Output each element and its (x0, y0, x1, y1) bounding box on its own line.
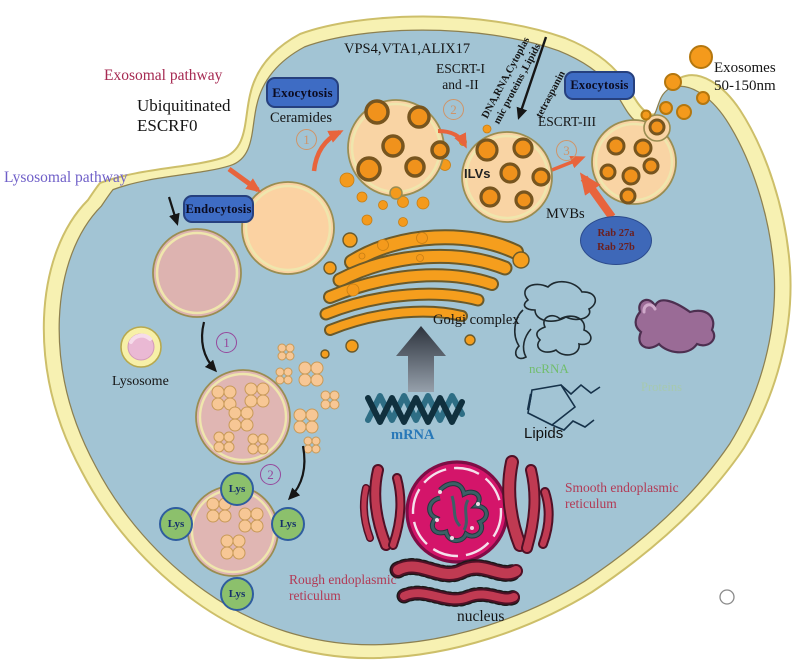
step3-exosomal-badge: 3 (556, 140, 577, 161)
step1-lysosomal-badge: 1 (216, 332, 237, 353)
arrow-lysosomal-step2 (287, 445, 306, 501)
protein-blob (634, 298, 716, 354)
ncrna-squiggles (514, 280, 597, 360)
endoplasmic-reticulum-left (359, 464, 406, 551)
pathway-arrows (167, 36, 616, 501)
smooth-endoplasmic-reticulum (502, 455, 554, 554)
late-endosome (152, 228, 242, 318)
ncrna-label: ncRNA (529, 361, 569, 376)
ubiquitinated-line2: ESCRF0 (137, 116, 198, 136)
arrow-step2 (437, 129, 467, 149)
mrna-label: mRNA (391, 427, 435, 443)
escrt12-line1: ESCRT-I (436, 61, 485, 76)
rab27-badge: Rab 27a Rab 27b (580, 216, 652, 265)
golgi-apparatus (319, 229, 530, 359)
nucleus-label: nucleus (457, 608, 505, 625)
lysosome-fusion-circles (159, 472, 305, 611)
smooth-er-line2: reticulum (565, 495, 617, 511)
endocytosis-badge: Endocytosis (183, 195, 254, 223)
step1-exosomal-badge: 1 (296, 129, 317, 150)
lys-label-bottom: Lys (228, 588, 246, 600)
arrow-step3 (551, 156, 586, 172)
multivesicular-body-top (347, 99, 450, 200)
exosomes-label: Exosomes 50-150nm (714, 60, 776, 95)
rough-er-line1: Rough endoplasmic (289, 572, 397, 587)
step2-exosomal-badge: 2 (443, 99, 464, 120)
exosomal-pathway-label: Exosomal pathway (104, 67, 223, 84)
exosomes-line2: 50-150nm (714, 77, 776, 94)
escrt3-label: ESCRT-III (538, 114, 596, 129)
rough-er-label: Rough endoplasmic reticulum (289, 572, 397, 604)
rab27a-label: Rab 27a (597, 227, 635, 239)
arrow-cargo-loading (516, 36, 548, 120)
mvbs-label: MVBs (546, 206, 585, 222)
golgi-label: Golgi complex (433, 312, 520, 328)
lys-label-right: Lys (279, 518, 297, 530)
lysosomal-pathway-label: Lysosomal pathway (4, 169, 128, 186)
rab27b-label: Rab 27b (597, 241, 635, 253)
exocytosis-right-badge: Exocytosis (564, 71, 635, 100)
ilv-vesicle (461, 131, 553, 223)
rough-er-line2: reticulum (289, 587, 341, 603)
released-exosomes (640, 45, 713, 121)
smooth-er-label: Smooth endoplasmic reticulum (565, 480, 679, 512)
mvb-fusing-membrane (591, 114, 677, 205)
arrow-rab-to-mvb (579, 172, 616, 220)
exocytosis-left-badge: Exocytosis (266, 77, 339, 108)
arrow-endocytosis (167, 196, 180, 226)
vps4-label: VPS4,VTA1,ALIX17 (344, 41, 471, 57)
ubiquitinated-line1: Ubiquitinated (137, 96, 231, 115)
early-endosome (241, 181, 335, 275)
cargo-clusters (206, 343, 340, 560)
step2-lysosomal-badge: 2 (260, 464, 281, 485)
escrt12-line2: and -II (442, 76, 479, 92)
exosomes-line1: Exosomes (714, 60, 776, 76)
rough-endoplasmic-reticulum (389, 558, 525, 607)
lys-label-left: Lys (167, 518, 185, 530)
lipid-structure (526, 383, 601, 431)
small-outline-circle (719, 589, 735, 605)
lys-label-top: Lys (228, 483, 246, 495)
arrow-ceramides-step1 (311, 129, 344, 172)
mrna-helix (365, 393, 465, 425)
lipids-label: Lipids (524, 425, 564, 442)
lysosome-label: Lysosome (112, 374, 169, 389)
mrna-to-golgi-arrow (396, 326, 446, 392)
ceramides-label: Ceramides (270, 110, 333, 126)
arrow-lysosomal-step1 (200, 321, 218, 373)
nucleus (405, 460, 509, 564)
smooth-er-line1: Smooth endoplasmic (565, 480, 679, 495)
arrow-membrane-to-endosome (227, 166, 262, 193)
ilvs-label: ILVs (464, 166, 491, 181)
lysosome (120, 326, 162, 368)
escrt12-label: ESCRT-I and -II (436, 61, 485, 93)
ubiquitinated-label: Ubiquitinated ESCRF0 (137, 96, 230, 136)
proteins-label: Proteins (641, 380, 682, 394)
